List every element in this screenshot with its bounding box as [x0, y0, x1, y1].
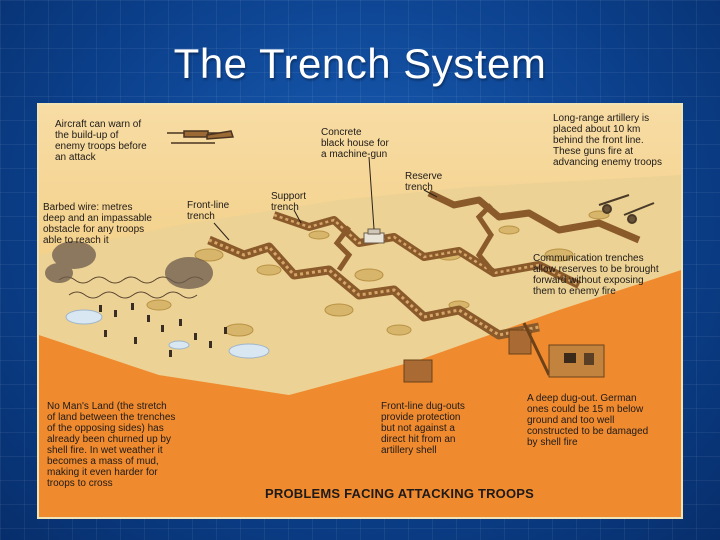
callout-reserve-trench: Reserve trench [405, 171, 442, 193]
callout-deep-dugout: A deep dug-out. German ones could be 15 … [527, 393, 648, 448]
callout-support-trench: Support trench [271, 191, 306, 213]
slide-title: The Trench System [0, 40, 720, 88]
biplane-icon [167, 131, 233, 143]
callout-front-line-trench: Front-line trench [187, 200, 229, 222]
figure-caption: PROBLEMS FACING ATTACKING TROOPS [265, 486, 534, 501]
callout-communication-trenches: Communication trenches allow reserves to… [533, 253, 659, 297]
callout-artillery: Long-range artillery is placed about 10 … [553, 113, 662, 168]
callout-front-line-dugouts: Front-line dug-outs provide protection b… [381, 401, 465, 456]
callout-barbed-wire: Barbed wire: metres deep and an impassab… [43, 202, 152, 246]
trench-illustration: Aircraft can warn of the build-up of ene… [37, 103, 683, 519]
callout-aircraft: Aircraft can warn of the build-up of ene… [55, 119, 147, 163]
callout-no-mans-land: No Man's Land (the stretch of land betwe… [47, 401, 175, 489]
callout-blockhouse: Concrete black house for a machine-gun [321, 127, 389, 160]
